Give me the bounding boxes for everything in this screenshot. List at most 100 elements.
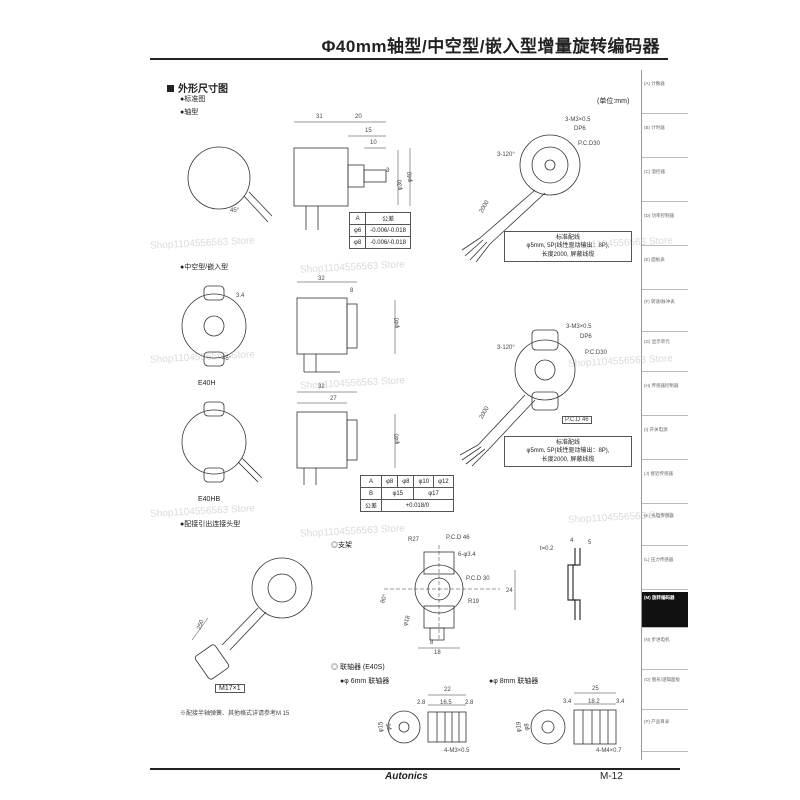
shaft-front-circle xyxy=(187,146,251,210)
section-title: 外形尺寸图 xyxy=(178,84,228,95)
hollow-front-circle xyxy=(181,293,247,359)
footer-rule xyxy=(150,768,680,770)
dim-phi40-h: φ40 xyxy=(394,317,401,329)
table-cell: +0.018/0 xyxy=(381,499,454,512)
hollow-tolerance-table: A φ8 φ8 φ10 φ12 B φ15 φ17 公差 +0.018/0 xyxy=(359,475,454,512)
hollowb-front-circle xyxy=(181,409,247,475)
dim-holes: 6-φ3.4 xyxy=(458,552,476,558)
depth-label: DP6 xyxy=(574,126,586,132)
connector-label: ●配接引出连接头型 xyxy=(180,521,241,528)
sidebar-tab-active[interactable]: (M) 旋转编码器 xyxy=(642,592,688,628)
table-cell: -0.006/-0.018 xyxy=(365,236,411,249)
dim-8: 8 xyxy=(350,288,354,294)
dim-5: 5 xyxy=(588,540,592,546)
dim-phi8: φ8 xyxy=(524,723,531,731)
dim-45: 45° xyxy=(230,208,240,214)
dim-24: 24 xyxy=(506,588,513,594)
section-heading: 外形尺寸图 xyxy=(167,80,228,95)
dim-phi40-hb: φ40 xyxy=(394,433,401,445)
pcd2-label: P.C.D 46 xyxy=(562,416,592,424)
hollow-iso-outer xyxy=(514,339,576,401)
dim-2-8-a: 2.8 xyxy=(417,700,426,706)
shaft-front-cable xyxy=(243,195,269,223)
dim-m3: 4-M3×0.5 xyxy=(444,748,470,754)
holes-label-h: 3-M3×0.5 xyxy=(566,324,592,330)
coupling-right-side xyxy=(573,709,617,745)
dim-31: 31 xyxy=(316,114,323,120)
note-line: 标准配线 xyxy=(555,440,580,446)
note-line: 标准配线 xyxy=(555,235,580,241)
note-line: φ5mm, 5P(线性驱动输出：8P), xyxy=(526,448,610,455)
dim-phi19: φ19 xyxy=(516,721,523,733)
angle-label-h: 3-120° xyxy=(497,345,515,351)
table-header: 公差 xyxy=(365,212,411,225)
table-cell: φ8 xyxy=(348,236,367,249)
connector-plug xyxy=(194,644,230,680)
dim-3-4-b: 3.4 xyxy=(616,699,625,705)
table-cell: φ17 xyxy=(413,487,454,500)
sidebar-tab[interactable]: (C) 温控器 xyxy=(642,166,688,202)
pcd-label-h: P.C.D30 xyxy=(585,350,607,356)
dim-20: 20 xyxy=(355,114,362,120)
sidebar-tab[interactable]: (A) 计数器 xyxy=(642,78,688,114)
page-title: Φ40mm轴型/中空型/嵌入型增量旋转编码器 xyxy=(321,37,660,56)
dim-45-h: 45° xyxy=(222,356,232,362)
shaft-side-body xyxy=(293,147,349,207)
sidebar-tab[interactable]: (G) 显示单元 xyxy=(642,336,688,372)
shaft-side-flange xyxy=(347,164,365,188)
hollow-label: ●中空型/嵌入型 xyxy=(180,264,229,271)
sidebar-tab[interactable]: (F) 转速/脉冲表 xyxy=(642,296,688,332)
sidebar-tab[interactable]: (J) 接近传感器 xyxy=(642,468,688,504)
dim-m4: 4-M4×0.7 xyxy=(596,748,622,754)
sidebar-tab[interactable]: (H) 传感器控制器 xyxy=(642,380,688,416)
coupling-left-front xyxy=(387,710,421,744)
coupling-right-front xyxy=(530,709,566,745)
square-bullet-icon xyxy=(167,85,174,92)
dim-10: 10 xyxy=(370,140,377,146)
dim-3-4-a: 3.4 xyxy=(563,699,572,705)
sidebar-tab[interactable]: (D) 功率控制器 xyxy=(642,210,688,246)
dim-r27: R27 xyxy=(408,537,420,543)
table-header: φ10 xyxy=(413,475,435,488)
connector-body xyxy=(251,557,313,619)
sidebar-tab[interactable]: (O) 图形/逻辑面板 xyxy=(642,674,688,710)
dim-22: 22 xyxy=(444,687,451,693)
pcd-label: P.C.D30 xyxy=(578,141,600,147)
sidebar-tab[interactable]: (K) 光电传感器 xyxy=(642,510,688,546)
note-line: 长度2000, 屏蔽线缆 xyxy=(541,251,595,258)
shaft-label: ●轴型 xyxy=(180,109,199,116)
note-line: φ5mm, 5P(线性驱动输出：8P), xyxy=(526,243,610,250)
sidebar-tab[interactable]: (B) 计时器 xyxy=(642,122,688,158)
standard-label: ●标准图 xyxy=(180,96,206,103)
dim-8-bracket: 8 xyxy=(430,640,434,646)
sidebar-tab[interactable]: (E) 面板表 xyxy=(642,254,688,290)
dim-25: 25 xyxy=(592,686,599,692)
connector-thread: M17×1 xyxy=(215,684,245,693)
table-cell: φ15 xyxy=(381,487,415,500)
coupling-6-label: ●φ 6mm 联轴器 xyxy=(340,678,390,685)
shaft-iso-outer xyxy=(519,134,581,196)
shaft-side-shaft xyxy=(363,169,387,183)
sidebar-tab[interactable]: (P) 产品目录 xyxy=(642,716,688,752)
unit-label: (单位:mm) xyxy=(597,98,630,105)
note-text: ※配接半轴弹簧、其他格式详请参考M 15 xyxy=(180,711,290,717)
dim-pcd46: P.C.D 46 xyxy=(446,535,470,541)
shaft-cable-note: 标准配线 φ5mm, 5P(线性驱动输出：8P), 长度2000, 屏蔽线缆 xyxy=(504,231,632,263)
dim-thickness: t=0.2 xyxy=(540,546,554,552)
sidebar-tab[interactable]: (L) 压力传感器 xyxy=(642,554,688,590)
hollowb-side-body xyxy=(296,411,348,469)
hollow-bottom-tab xyxy=(203,351,225,367)
note-line: 长度2000, 屏蔽线缆 xyxy=(541,456,595,463)
dim-phi40: φ40 xyxy=(407,171,414,183)
shaft-iso-cable xyxy=(479,189,546,245)
coupling-left-side xyxy=(427,711,467,743)
shaft-iso-shaft xyxy=(544,159,556,171)
sidebar-tab[interactable]: (I) 开关电源 xyxy=(642,424,688,460)
dim-4: 4 xyxy=(570,538,574,544)
dim-3-4: 3.4 xyxy=(236,293,245,299)
category-sidebar: (A) 计数器 (B) 计时器 (C) 温控器 (D) 功率控制器 (E) 面板… xyxy=(641,70,688,760)
shaft-iso-ring xyxy=(531,146,569,184)
dim-18: 18 xyxy=(434,650,441,656)
sidebar-tab[interactable]: (N) 步进电机 xyxy=(642,634,688,670)
